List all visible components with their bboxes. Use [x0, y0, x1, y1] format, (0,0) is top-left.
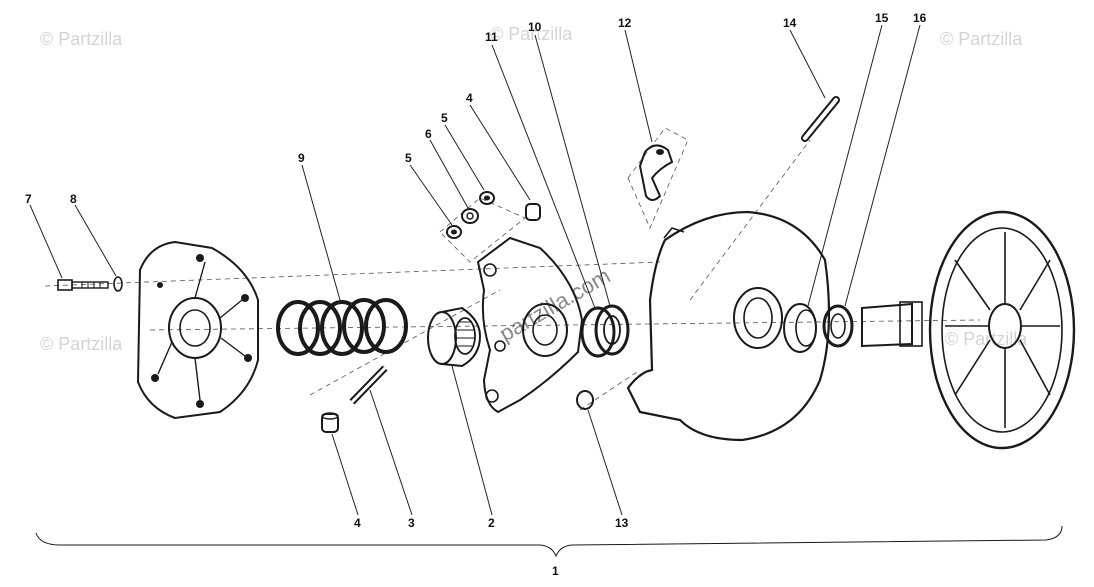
part-8-washer — [113, 276, 123, 292]
leader-lines — [29, 24, 921, 516]
callout-4-upper: 4 — [466, 91, 473, 105]
callout-16: 16 — [913, 11, 927, 25]
part-11-bushing — [580, 306, 616, 358]
callout-9: 9 — [298, 151, 305, 165]
callout-13: 13 — [615, 516, 629, 530]
callout-1: 1 — [552, 564, 559, 578]
callout-5-right: 5 — [441, 111, 448, 125]
assembly-bracket — [35, 525, 1063, 558]
callout-11: 11 — [485, 30, 498, 44]
part-14-pin — [801, 96, 840, 142]
spider-plate — [476, 236, 584, 414]
part-4-roller-upper — [525, 203, 541, 221]
callout-4-lower: 4 — [354, 516, 361, 530]
part-15-bushing — [783, 303, 817, 353]
movable-sheave — [626, 210, 831, 442]
watermark-top-left: © Partzilla — [40, 29, 123, 49]
callout-15: 15 — [875, 11, 889, 25]
callout-3: 3 — [408, 516, 415, 530]
part-2-nut — [427, 306, 482, 368]
callout-2: 2 — [488, 516, 495, 530]
part-13-nut — [576, 390, 594, 410]
watermark-top-center: © Partzilla — [490, 24, 573, 44]
assembly-axes — [44, 127, 981, 411]
watermark-top-right: © Partzilla — [940, 29, 1023, 49]
callout-6: 6 — [425, 127, 432, 141]
part-16-bushing — [822, 304, 854, 348]
part-10-bushing — [594, 304, 630, 356]
cover-plate — [136, 240, 259, 420]
part-6-bushing — [461, 208, 479, 224]
callout-14: 14 — [783, 16, 797, 30]
part-9-springs — [276, 298, 408, 356]
part-5-bushing-right — [479, 191, 495, 205]
watermark-mid-left: © Partzilla — [40, 334, 123, 354]
callout-10: 10 — [528, 20, 542, 34]
part-4-roller-lower — [321, 412, 339, 433]
callout-labels: 7 8 9 5 6 5 4 11 10 12 14 15 16 4 3 2 13… — [25, 11, 927, 578]
callout-7: 7 — [25, 192, 32, 206]
part-12-slider-button — [638, 144, 674, 201]
part-7-bolt — [57, 279, 109, 291]
watermark-mid-right: © Partzilla — [945, 329, 1028, 349]
part-5-bushing-left — [446, 225, 462, 239]
watermark-layer: © Partzilla © Partzilla © Partzilla © Pa… — [40, 24, 1028, 354]
fixed-sheave — [861, 210, 1076, 450]
part-3-pin — [349, 365, 388, 405]
callout-5-left: 5 — [405, 151, 412, 165]
callout-8: 8 — [70, 192, 77, 206]
callout-12: 12 — [618, 16, 632, 30]
